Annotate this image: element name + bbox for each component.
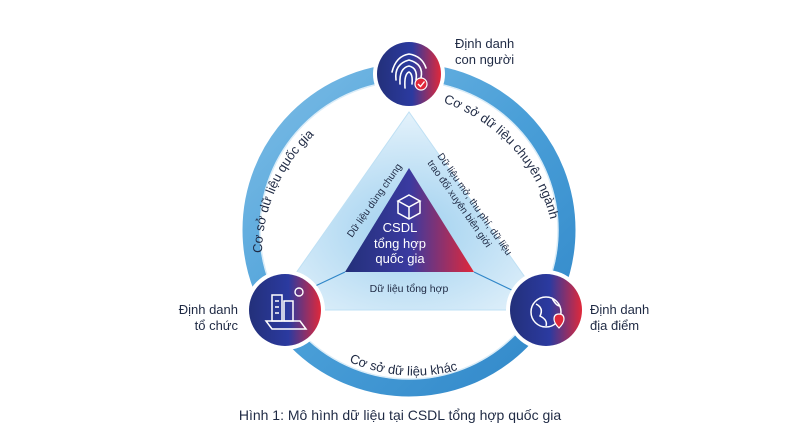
check-badge-icon (414, 77, 428, 91)
database-cube-icon (396, 194, 422, 220)
node-left-label: Định danh tổ chức (178, 302, 238, 334)
node-right-circle (510, 274, 582, 346)
fingerprint-icon (391, 53, 427, 89)
node-top-label: Định danh con người (455, 36, 514, 68)
center-title-line3: quốc gia (375, 251, 425, 266)
center-core (345, 168, 474, 272)
location-pin-icon (294, 287, 304, 297)
triangle-label-bottom: Dữ liệu tổng hợp (370, 283, 449, 295)
node-top (373, 38, 445, 110)
node-top-label-line1: Định danh (455, 36, 515, 51)
node-right-label-line1: Định danh (590, 302, 650, 317)
node-right-label-line2: địa điểm (590, 318, 640, 333)
node-right (506, 270, 586, 350)
center-title-line2: tổng hợp (374, 236, 426, 251)
organization-buildings-icon (264, 294, 308, 330)
map-pin-icon (553, 313, 565, 329)
node-left-label-line2: tổ chức (194, 318, 238, 333)
globe-location-icon (530, 296, 562, 328)
node-left-circle (249, 274, 321, 346)
node-top-label-line2: con người (455, 52, 515, 67)
figure-caption: Hình 1: Mô hình dữ liệu tại CSDL tổng hợ… (238, 407, 562, 423)
node-left-label-line1: Định danh (178, 302, 238, 317)
node-right-label: Định danh địa điểm (590, 302, 649, 334)
center-title-line1: CSDL (382, 220, 418, 235)
node-top-circle (377, 42, 441, 106)
triangle-edge (269, 111, 549, 311)
node-left (245, 270, 325, 350)
